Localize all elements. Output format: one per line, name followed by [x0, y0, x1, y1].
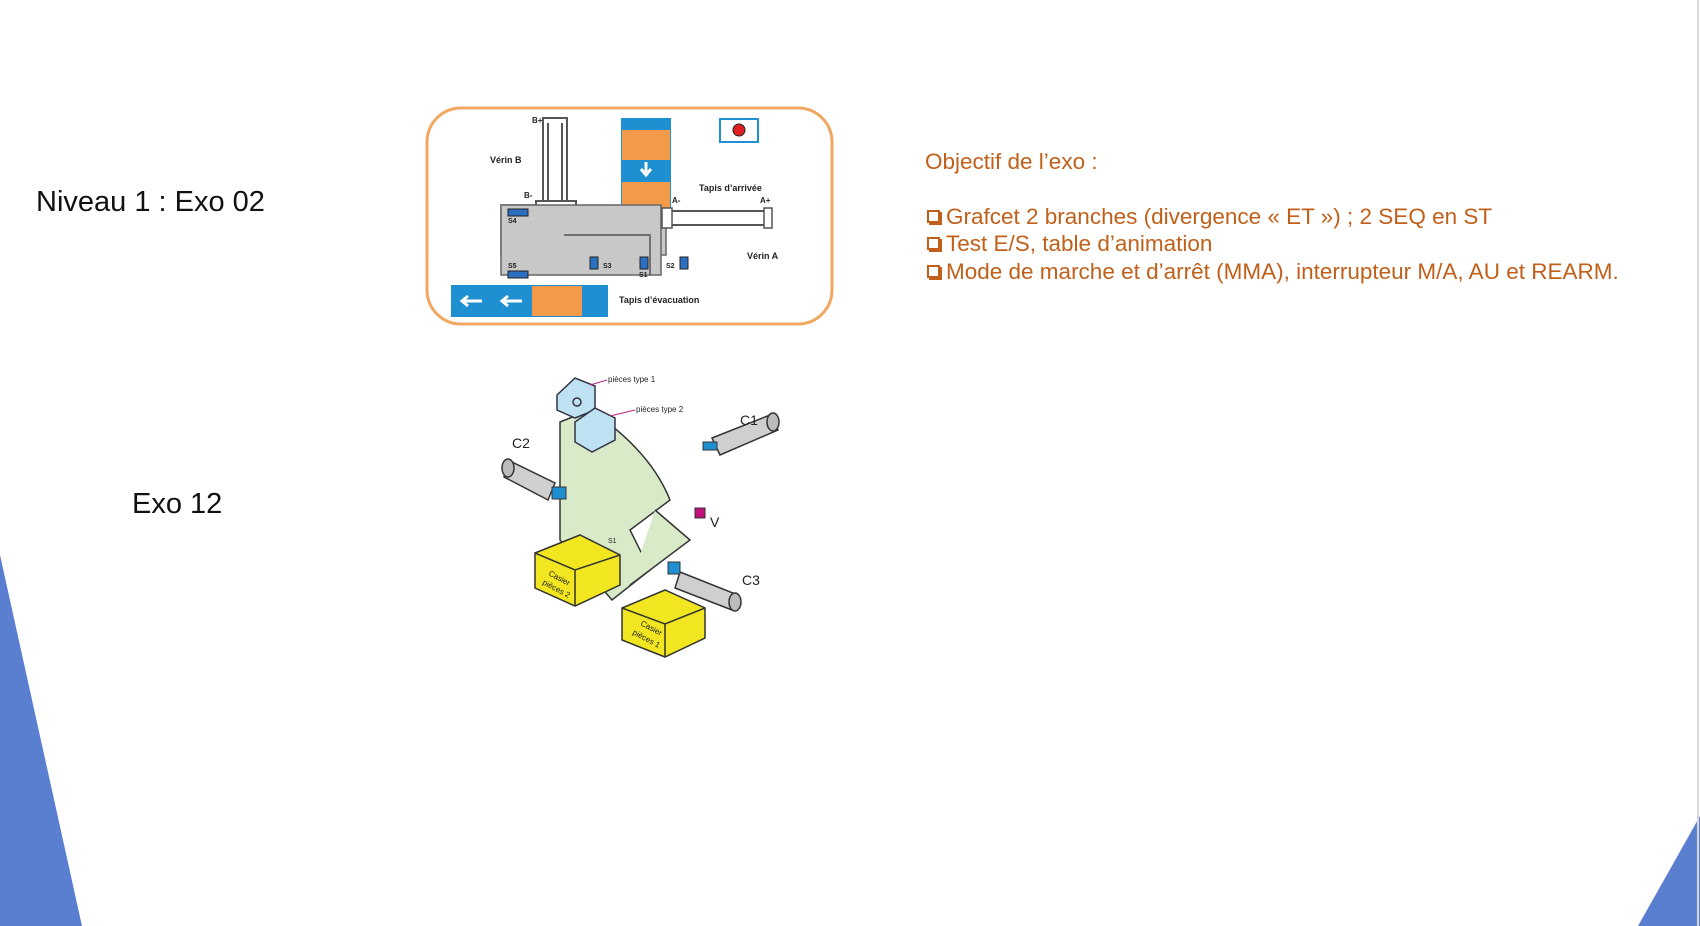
cylinder-a — [663, 210, 771, 226]
label-b-plus: B+ — [532, 116, 543, 125]
label-c3: C3 — [742, 572, 760, 588]
label-v: V — [710, 514, 720, 530]
label-a-minus: A- — [672, 196, 681, 205]
arrow-left-icon — [459, 294, 482, 308]
label-s1: S1 — [639, 272, 648, 279]
label-pieces-type2: pièces type 2 — [636, 405, 684, 414]
objective-bullet: Test E/S, table d’animation — [925, 230, 1619, 258]
checkbox-bullet-icon — [927, 264, 940, 278]
label-b-minus: B- — [524, 191, 533, 200]
label-verin-a: Vérin A — [747, 251, 779, 261]
label-s1: S1 — [608, 538, 617, 545]
objective-block: Objectif de l’exo : Grafcet 2 branches (… — [925, 148, 1619, 285]
objective-bullet: Mode de marche et d’arrêt (MMA), interru… — [925, 258, 1619, 286]
arrow-down-icon — [639, 162, 653, 178]
label-verin-b: Vérin B — [490, 155, 522, 165]
bin-pieces2 — [534, 534, 621, 607]
indicator-light-icon — [732, 123, 746, 137]
label-c2: C2 — [512, 435, 530, 451]
checkbox-bullet-icon — [927, 209, 940, 223]
sorting-system-diagram: pièces type 1 pièces type 2 C1 C2 V C3 S… — [501, 375, 780, 658]
arrow-left-icon — [499, 294, 522, 308]
objective-heading: Objectif de l’exo : — [925, 149, 1098, 174]
objective-bullet: Grafcet 2 branches (divergence « ET ») ;… — [925, 203, 1619, 231]
label-pieces-type1: pièces type 1 — [608, 375, 656, 384]
label-s3: S3 — [603, 263, 612, 270]
transfer-system-diagram: B+ Vérin B B- A- A+ Vérin A Tapis d’arri… — [425, 106, 834, 326]
checkbox-bullet-icon — [927, 237, 940, 251]
objective-bullet-text: Grafcet 2 branches (divergence « ET ») ;… — [946, 203, 1493, 229]
label-s5: S5 — [508, 263, 517, 270]
sensor-s4-icon — [507, 208, 529, 217]
sensor-s3-icon — [589, 256, 599, 270]
label-s2: S2 — [666, 263, 675, 270]
sensor-s2-icon — [679, 256, 689, 270]
evacuation-part — [532, 286, 582, 316]
sensor-s5-icon — [507, 270, 529, 279]
part-type2 — [574, 407, 616, 453]
label-s4: S4 — [508, 218, 517, 225]
label-a-plus: A+ — [760, 196, 771, 205]
objective-bullet-text: Mode de marche et d’arrêt (MMA), interru… — [946, 258, 1619, 284]
objective-bullet-text: Test E/S, table d’animation — [946, 231, 1213, 256]
sensor-s1-icon — [639, 256, 649, 270]
exercise-title-niveau1: Niveau 1 : Exo 02 — [36, 186, 265, 218]
exercise-title-exo12: Exo 12 — [132, 488, 223, 520]
label-tapis-arrivee: Tapis d’arrivée — [699, 183, 762, 193]
label-c1: C1 — [740, 412, 758, 428]
label-tapis-evacuation: Tapis d’évacuation — [619, 295, 699, 305]
sensor-v-icon — [694, 507, 706, 519]
arrival-part-top — [622, 130, 670, 160]
